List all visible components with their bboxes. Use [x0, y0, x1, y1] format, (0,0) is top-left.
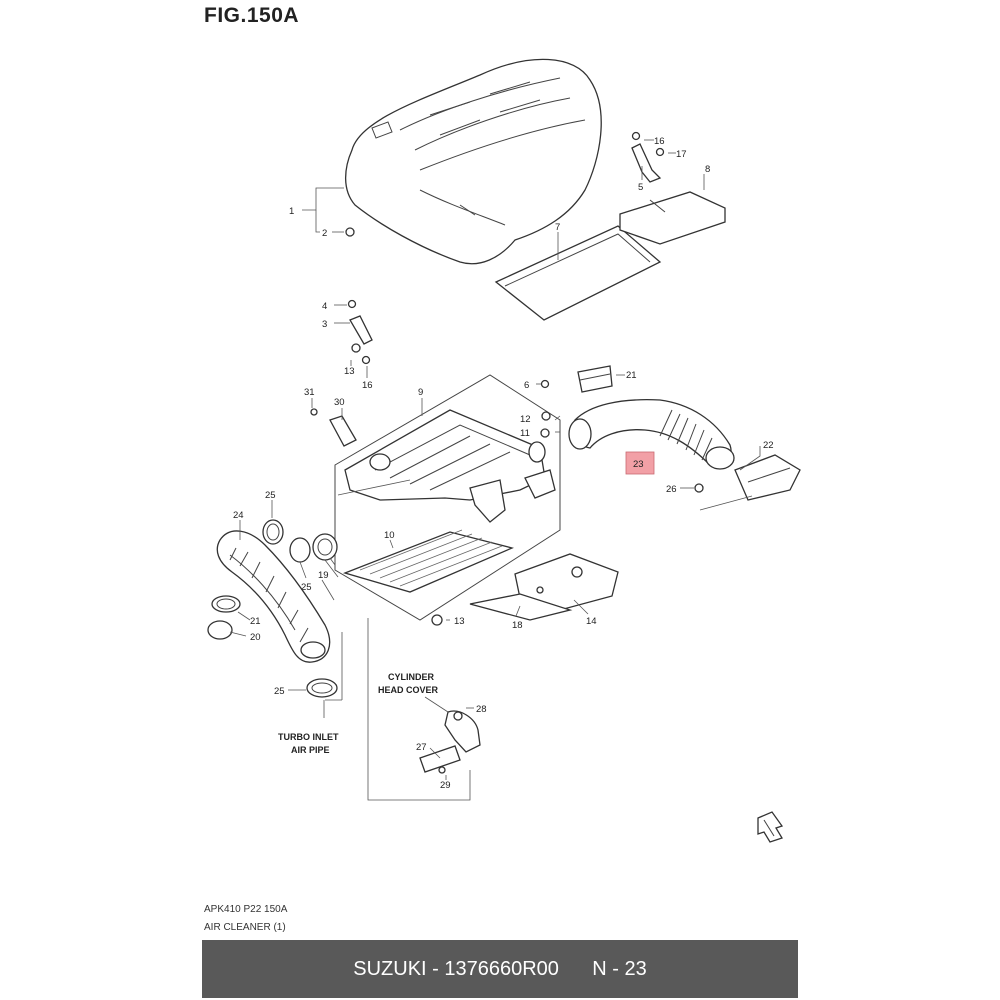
callout-23: 23	[633, 459, 644, 470]
callout-2: 2	[322, 228, 327, 239]
callout-16b: 16	[654, 136, 665, 147]
callout-28: 28	[476, 704, 487, 715]
callout-19: 19	[318, 570, 329, 581]
intake-duct-21	[577, 365, 613, 393]
cover-insulator-7	[494, 225, 662, 321]
turbo-inlet-note-line1: TURBO INLET	[278, 732, 339, 742]
highlighted-part-23	[625, 451, 655, 475]
callout-14: 14	[586, 616, 597, 627]
intake-bracket-22	[694, 454, 801, 501]
footer-spacer	[559, 958, 592, 981]
diagram-notes: CYLINDER HEAD COVER TURBO INLET AIR PIPE	[278, 672, 439, 755]
callout-4: 4	[322, 301, 327, 312]
callout-29: 29	[440, 780, 451, 791]
footer-bar: SUZUKI - 1376660R00 N - 23	[202, 940, 798, 998]
engine-cover	[344, 58, 602, 265]
outlet-hose-24	[216, 530, 331, 663]
grommet-13	[431, 614, 443, 626]
callout-9: 9	[418, 387, 423, 398]
callout-labels: 1 2 3 4 5 6 7 8 9 10 11 12 13 13 14 16 1…	[233, 136, 774, 791]
cylinder-head-cover-note-line1: CYLINDER	[388, 672, 435, 682]
callout-12: 12	[520, 414, 531, 425]
callout-13a: 13	[344, 366, 355, 377]
callout-21a: 21	[626, 370, 637, 381]
callout-3: 3	[322, 319, 327, 330]
hose-clamps	[207, 519, 338, 698]
callout-25c: 25	[274, 686, 285, 697]
footer-index: N - 23	[592, 957, 647, 980]
air-cleaner-case	[310, 374, 561, 621]
callout-24: 24	[233, 510, 244, 521]
callout-17: 17	[676, 149, 687, 160]
air-filter-element	[342, 529, 515, 593]
callout-27: 27	[416, 742, 427, 753]
front-direction-icon	[757, 811, 784, 843]
callout-1: 1	[289, 206, 294, 217]
leader-lines	[229, 139, 761, 801]
callout-26: 26	[666, 484, 677, 495]
cylinder-head-cover-note-line2: HEAD COVER	[378, 685, 439, 695]
intake-hose-23	[568, 399, 735, 470]
figure-title: FIG.150A	[204, 4, 300, 27]
callout-16a: 16	[362, 380, 373, 391]
callout-11: 11	[520, 428, 530, 439]
callout-25b: 25	[301, 582, 312, 593]
callout-21b: 21	[250, 616, 261, 627]
document-code: APK410 P22 150A	[204, 904, 288, 915]
callout-30: 30	[334, 397, 345, 408]
callout-25a: 25	[265, 490, 276, 501]
footer-part-info: SUZUKI - 1376660R00	[353, 957, 559, 980]
callout-6: 6	[524, 380, 529, 391]
callout-20: 20	[250, 632, 261, 643]
callout-8: 8	[705, 164, 710, 175]
bracket-3-group	[345, 227, 373, 365]
callout-10: 10	[384, 530, 395, 541]
cover-pad-8	[619, 191, 726, 245]
pcv-hose	[419, 710, 481, 774]
turbo-inlet-note-line2: AIR PIPE	[291, 745, 330, 755]
callout-18: 18	[512, 620, 523, 631]
document-name: AIR CLEANER (1)	[204, 922, 286, 933]
callout-31: 31	[304, 387, 315, 398]
callout-5: 5	[638, 182, 643, 193]
callout-22: 22	[763, 440, 774, 451]
callout-7: 7	[555, 222, 560, 233]
callout-13b: 13	[454, 616, 465, 627]
